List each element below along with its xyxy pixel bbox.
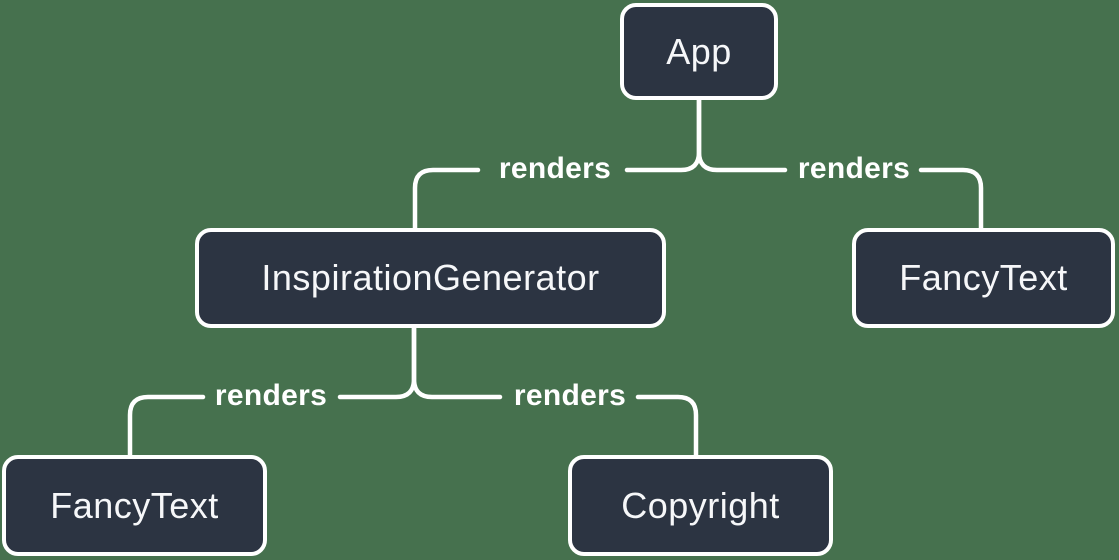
node-app: App: [620, 3, 778, 100]
node-inspiration-generator-label: InspirationGenerator: [261, 257, 600, 298]
edge-app-to-fancytext: [696, 97, 984, 231]
node-copyright-label: Copyright: [621, 484, 780, 526]
edge-label-renders-app-inspirationgenerator: renders: [498, 152, 612, 185]
node-fancy-text-bottom: FancyText: [2, 455, 267, 556]
node-fancy-text-top-label: FancyText: [899, 257, 1068, 298]
edge-inspirationgenerator-to-copyright: [411, 325, 699, 458]
node-fancy-text-top: FancyText: [852, 228, 1115, 328]
node-fancy-text-bottom-label: FancyText: [50, 484, 219, 526]
edge-label-renders-inspirationgenerator-copyright: renders: [513, 379, 627, 412]
node-app-label: App: [666, 30, 732, 72]
node-inspiration-generator: InspirationGenerator: [195, 228, 666, 328]
node-copyright: Copyright: [568, 455, 833, 556]
edge-label-renders-app-fancytext: renders: [797, 152, 911, 185]
edge-label-renders-inspirationgenerator-fancytext: renders: [214, 379, 328, 412]
